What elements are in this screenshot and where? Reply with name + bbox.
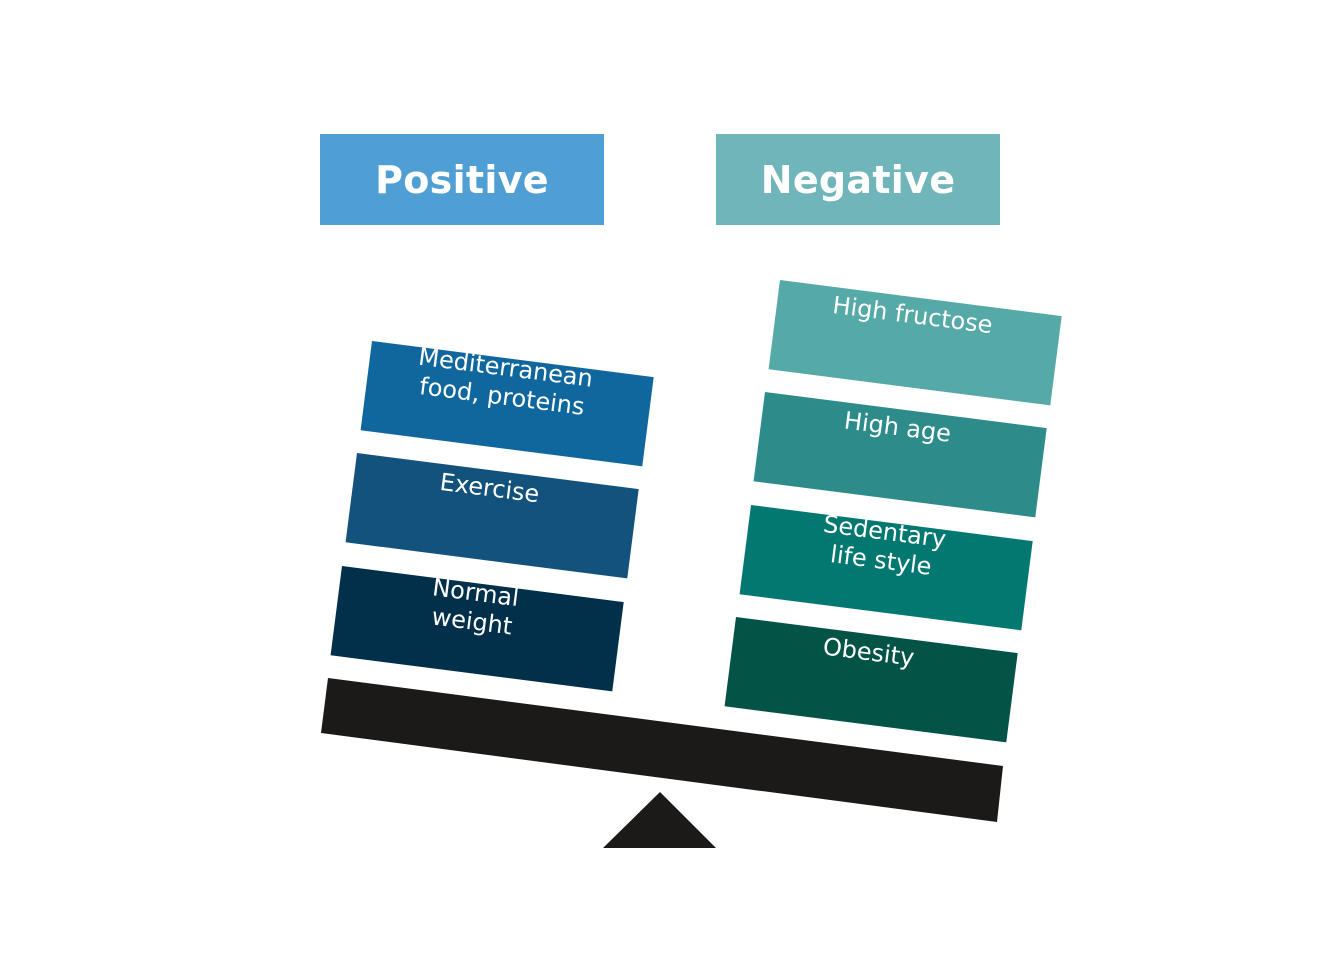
negative-header: Negative <box>716 134 1000 225</box>
scale-beam <box>321 678 1003 822</box>
negative-factor-box <box>724 617 1018 743</box>
positive-header-label: Positive <box>375 157 549 202</box>
negative-factor-block: Obesity <box>724 617 1018 743</box>
positive-factor-box <box>345 453 639 579</box>
scale-fulcrum <box>603 792 716 848</box>
negative-header-label: Negative <box>760 157 956 202</box>
negative-factor-box <box>739 505 1033 631</box>
positive-header: Positive <box>320 134 604 225</box>
negative-factor-box <box>753 392 1047 518</box>
positive-factor-box <box>360 341 654 467</box>
negative-factor-block: High age <box>753 392 1047 518</box>
negative-factor-box <box>768 280 1062 406</box>
negative-factor-block: High fructose <box>768 280 1062 406</box>
positive-factor-box <box>330 566 624 692</box>
positive-factor-block: Exercise <box>345 453 639 579</box>
